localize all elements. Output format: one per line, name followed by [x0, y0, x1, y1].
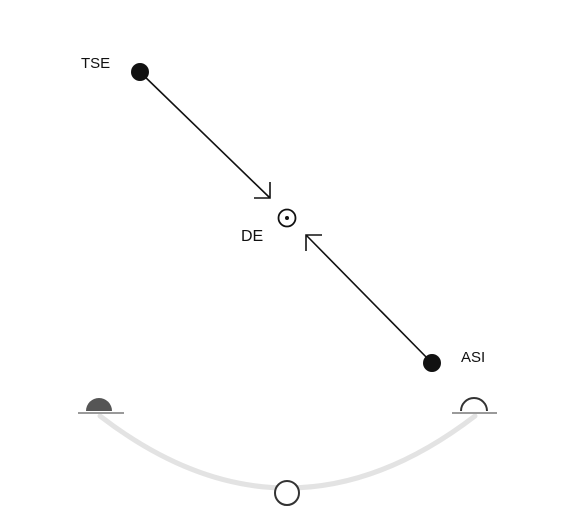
right-outline-bowl-icon — [452, 397, 497, 414]
asi-label: ASI — [461, 349, 485, 366]
bottom-open-circle-icon — [274, 480, 300, 506]
arrow-tse-to-de — [139, 71, 271, 199]
left-filled-bowl-icon — [78, 398, 124, 414]
de-target-icon — [277, 208, 297, 228]
asi-node-dot — [423, 354, 441, 372]
tse-node-dot — [131, 63, 149, 81]
tse-label: TSE — [81, 55, 110, 72]
curved-track — [97, 413, 478, 491]
de-label: DE — [241, 228, 263, 245]
arrow-asi-to-de — [305, 234, 433, 364]
